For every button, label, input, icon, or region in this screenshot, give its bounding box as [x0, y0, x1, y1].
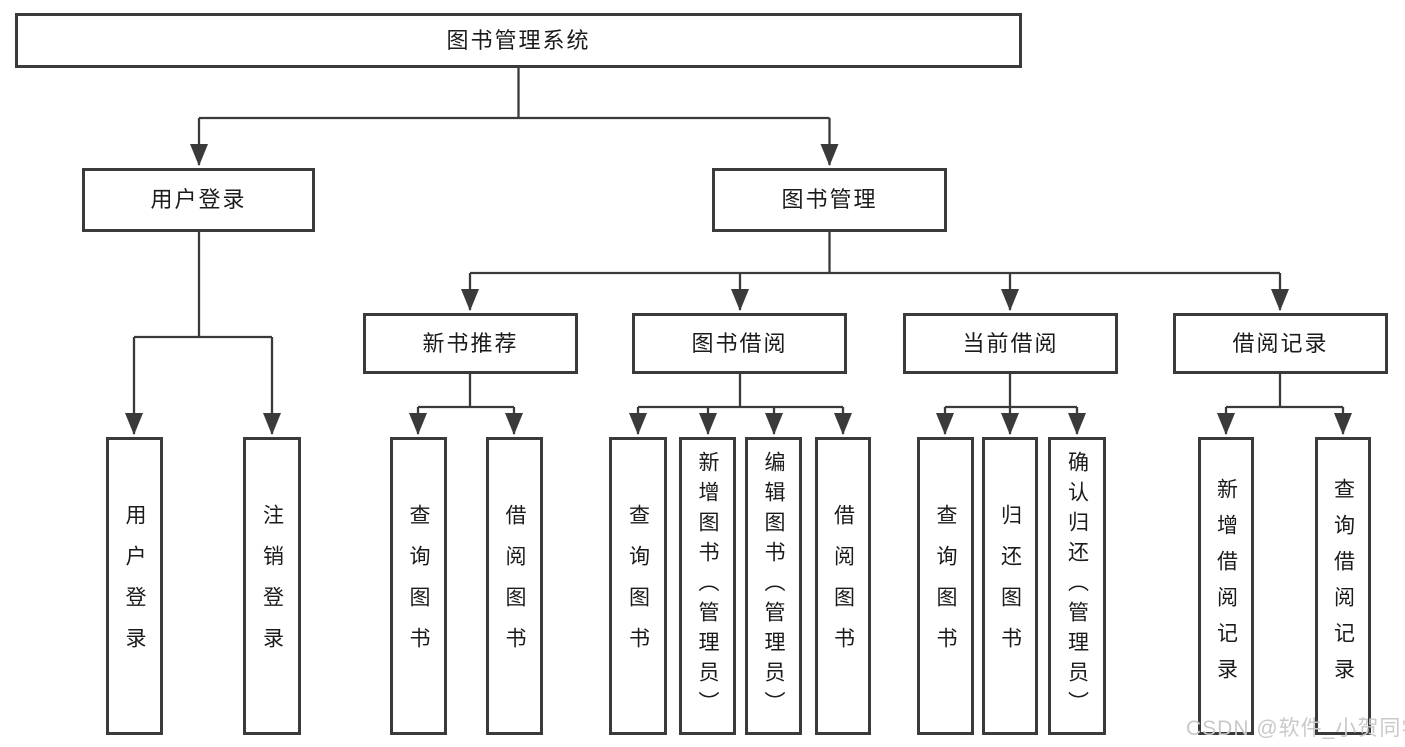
- leaf-add-borrow-record: 新增借阅记录: [1198, 437, 1254, 735]
- node-label: 查询图书: [934, 504, 957, 668]
- leaf-user-login: 用户登录: [106, 437, 163, 735]
- node-label: 图书借阅: [691, 330, 788, 356]
- node-label: 查询图书: [407, 504, 430, 668]
- watermark: CSDN @软件_小贺同学: [1186, 717, 1405, 740]
- node-root-system: 图书管理系统: [15, 13, 1022, 68]
- node-label: 注销登录: [260, 504, 284, 668]
- leaf-return-books: 归还图书: [982, 437, 1038, 735]
- node-new-book-recommend: 新书推荐: [363, 313, 578, 374]
- node-label: 编辑图书（管理员）: [762, 451, 785, 721]
- leaf-borrow-books-2: 借阅图书: [815, 437, 871, 735]
- leaf-query-books-2: 查询图书: [609, 437, 667, 735]
- node-label: 确认归还（管理员）: [1065, 451, 1089, 721]
- leaf-add-books-admin: 新增图书（管理员）: [679, 437, 736, 735]
- node-label: 查询图书: [626, 504, 650, 668]
- node-label: 借阅图书: [503, 504, 526, 668]
- node-current-borrowing: 当前借阅: [903, 313, 1118, 374]
- leaf-query-borrow-record: 查询借阅记录: [1315, 437, 1371, 735]
- node-label: 借阅图书: [831, 504, 855, 668]
- node-label: 归还图书: [998, 504, 1022, 668]
- node-label: 用户登录: [150, 187, 247, 212]
- leaf-query-books-1: 查询图书: [390, 437, 447, 735]
- node-label: 当前借阅: [962, 330, 1059, 356]
- node-label: 查询借阅记录: [1331, 478, 1355, 694]
- leaf-confirm-return-admin: 确认归还（管理员）: [1048, 437, 1106, 735]
- leaf-edit-books-admin: 编辑图书（管理员）: [745, 437, 802, 735]
- leaf-logout: 注销登录: [243, 437, 301, 735]
- node-book-management: 图书管理: [712, 168, 947, 232]
- node-user-login-branch: 用户登录: [82, 168, 315, 232]
- node-book-borrowing: 图书借阅: [632, 313, 847, 374]
- node-borrowing-records: 借阅记录: [1173, 313, 1388, 374]
- node-label: 用户登录: [123, 504, 146, 668]
- node-label: 新书推荐: [422, 330, 519, 356]
- leaf-borrow-books-1: 借阅图书: [486, 437, 543, 735]
- node-label: 图书管理: [781, 187, 878, 212]
- node-label: 借阅记录: [1232, 330, 1329, 356]
- node-label: 图书管理系统: [446, 27, 591, 53]
- leaf-query-books-3: 查询图书: [917, 437, 974, 735]
- node-label: 新增借阅记录: [1214, 478, 1238, 694]
- node-label: 新增图书（管理员）: [696, 451, 719, 721]
